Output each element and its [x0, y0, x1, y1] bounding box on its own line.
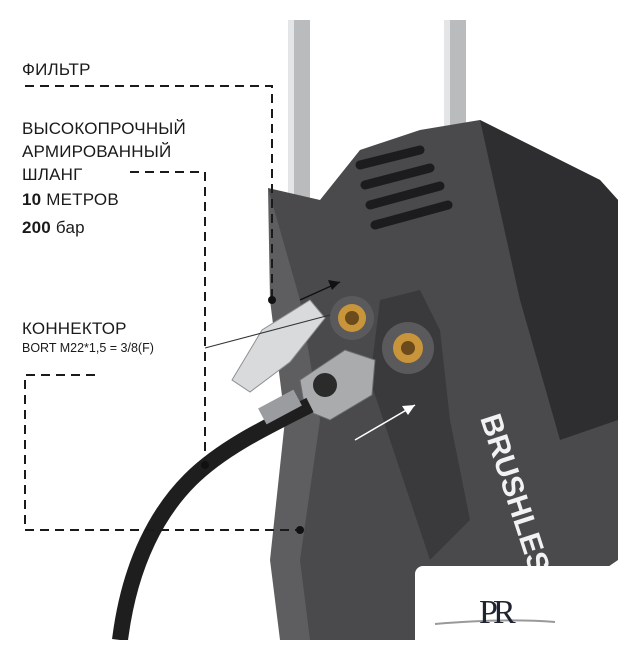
logo-box: P R [415, 566, 618, 640]
filter-connector [231, 299, 326, 393]
hose-label-line3: ШЛАНГ [22, 165, 83, 184]
length-value: 10 [22, 190, 42, 209]
connector-label: КОННЕКТОР [22, 319, 127, 338]
svg-text:R: R [493, 594, 516, 631]
svg-text:P: P [479, 594, 498, 631]
hose [112, 397, 314, 640]
hose-label-line2: АРМИРОВАННЫЙ [22, 142, 172, 161]
hose-leader-line [130, 171, 206, 465]
hose-length: 10 МЕТРОВ [22, 189, 119, 211]
pressure-unit: бар [55, 218, 85, 237]
pr-logo: P R [434, 594, 556, 631]
connector-spec: BORT M22*1,5 = 3/8(F) [22, 341, 154, 355]
connector-leader-box [24, 374, 300, 531]
pressure-value: 200 [22, 218, 51, 237]
filter-leader-line [25, 85, 273, 300]
filter-label: ФИЛЬТР [22, 60, 91, 79]
length-unit: МЕТРОВ [46, 190, 119, 209]
hose-label-line1: ВЫСОКОПРОЧНЫЙ [22, 119, 186, 138]
hose-pressure: 200 бар [22, 217, 85, 239]
